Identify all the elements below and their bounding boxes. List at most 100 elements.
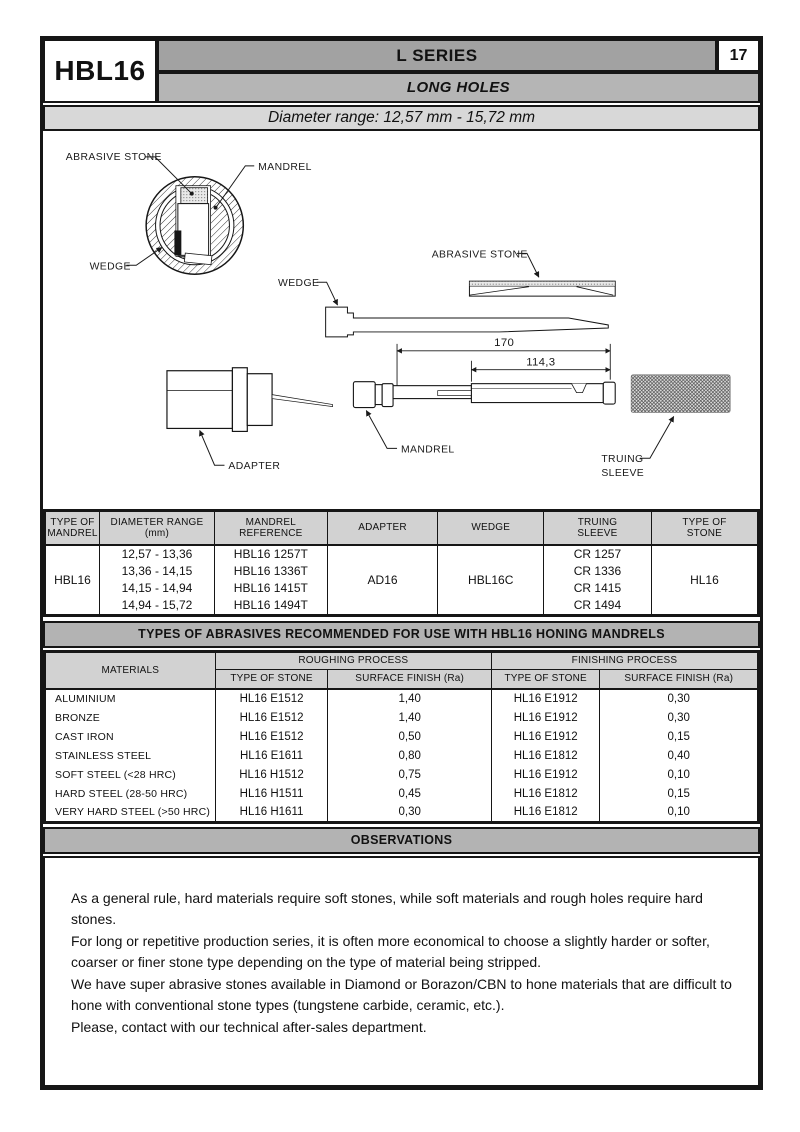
finishing-ra: 0,10 — [599, 765, 759, 784]
truing-sleeve-label-line1: TRUING — [601, 454, 643, 465]
material-name: SOFT STEEL (<28 HRC) — [44, 765, 216, 784]
roughing-stone: HL16 H1512 — [214, 765, 329, 784]
truing-sleeve-drawing — [630, 374, 731, 413]
cell-adapter: AD16 — [326, 544, 439, 616]
cell-truing-sleeves: CR 1257 CR 1336 CR 1415 CR 1494 — [543, 544, 652, 616]
roughing-ra: 0,45 — [327, 784, 492, 803]
series-subtitle: LONG HOLES — [157, 72, 760, 103]
roughing-stone: HL16 H1611 — [214, 803, 329, 822]
mandrel-assembly-drawing: ABRASIVE STONE MANDREL WEDGE A — [66, 152, 731, 479]
finishing-stone: HL16 E1812 — [490, 746, 601, 765]
finishing-stone: HL16 E1812 — [490, 803, 601, 822]
datasheet-page: HBL16 L SERIES 17 LONG HOLES Diameter ra… — [40, 36, 763, 1090]
finishing-ra: 0,30 — [599, 708, 759, 727]
spec-data-row: HBL16 12,57 - 13,36 13,36 - 14,15 14,15 … — [44, 544, 760, 616]
material-name: CAST IRON — [44, 727, 216, 746]
cell-type-of-stone: HL16 — [650, 544, 760, 616]
side-mandrel-label: MANDREL — [401, 444, 455, 455]
col-finishing-process: FINISHING PROCESS — [490, 650, 760, 670]
col-diameter-range: DIAMETER RANGE(mm) — [98, 510, 215, 546]
material-name: STAINLESS STEEL — [44, 746, 216, 765]
col-finishing-finish: SURFACE FINISH (Ra) — [599, 668, 759, 690]
material-row: VERY HARD STEEL (>50 HRC) HL16 H1611 0,3… — [44, 803, 759, 822]
abrasives-table: MATERIALS ROUGHING PROCESS FINISHING PRO… — [43, 649, 760, 824]
cross-wedge-label: WEDGE — [90, 261, 131, 272]
material-row: STAINLESS STEEL HL16 E1611 0,80 HL16 E18… — [44, 746, 759, 765]
col-adapter: ADAPTER — [326, 510, 439, 546]
wedge-side-view — [325, 306, 609, 338]
dim-overall-length: 170 — [494, 337, 514, 349]
series-row: L SERIES 17 — [157, 39, 760, 72]
observation-paragraph: Please, contact with our technical after… — [71, 1018, 427, 1035]
finishing-ra: 0,15 — [599, 727, 759, 746]
abrasives-banner: TYPES OF ABRASIVES RECOMMENDED FOR USE W… — [43, 620, 760, 648]
side-adapter-label: ADAPTER — [228, 461, 280, 472]
stone-cross-section — [180, 187, 209, 205]
adapter-drawing — [166, 367, 333, 433]
finishing-stone: HL16 E1912 — [490, 727, 601, 746]
cell-type-of-mandrel: HBL16 — [44, 544, 100, 616]
roughing-stone: HL16 E1611 — [214, 746, 329, 765]
roughing-stone: HL16 H1511 — [214, 784, 329, 803]
dimension-lines — [396, 343, 611, 386]
mandrel-drawing — [352, 381, 616, 409]
material-name: ALUMINIUM — [44, 689, 216, 708]
roughing-stone: HL16 E1512 — [214, 727, 329, 746]
cross-section-view: ABRASIVE STONE MANDREL WEDGE — [66, 152, 312, 275]
finishing-stone: HL16 E1912 — [490, 765, 601, 784]
side-wedge-label: WEDGE — [278, 278, 319, 289]
finishing-ra: 0,40 — [599, 746, 759, 765]
finishing-ra: 0,10 — [599, 803, 759, 822]
col-wedge: WEDGE — [437, 510, 545, 546]
mandrel-cross-section — [177, 203, 210, 256]
technical-diagram: ABRASIVE STONE MANDREL WEDGE A — [43, 131, 760, 509]
col-roughing-process: ROUGHING PROCESS — [214, 650, 492, 670]
finishing-stone: HL16 E1912 — [490, 689, 601, 708]
col-roughing-stone: TYPE OF STONE — [214, 668, 329, 690]
roughing-stone: HL16 E1512 — [214, 689, 329, 708]
page-header: HBL16 L SERIES 17 LONG HOLES — [43, 39, 760, 103]
model-code: HBL16 — [43, 39, 157, 103]
side-abrasive-stone-label: ABRASIVE STONE — [432, 249, 528, 260]
material-row: CAST IRON HL16 E1512 0,50 HL16 E1912 0,1… — [44, 727, 759, 746]
roughing-stone: HL16 E1512 — [214, 708, 329, 727]
roughing-ra: 0,50 — [327, 727, 492, 746]
wedge-cross-section — [174, 230, 182, 256]
diameter-range-bar: Diameter range: 12,57 mm - 15,72 mm — [43, 105, 760, 131]
material-row: BRONZE HL16 E1512 1,40 HL16 E1912 0,30 — [44, 708, 759, 727]
side-view: ABRASIVE STONE WEDGE 170 1 — [166, 249, 731, 479]
header-right: L SERIES 17 LONG HOLES — [157, 39, 760, 103]
cell-mandrel-references: HBL16 1257T HBL16 1336T HBL16 1415T HBL1… — [213, 544, 328, 616]
process-header-row: MATERIALS ROUGHING PROCESS FINISHING PRO… — [44, 650, 760, 690]
material-row: ALUMINIUM HL16 E1512 1,40 HL16 E1912 0,3… — [44, 689, 759, 708]
subheader-row: TYPE OF STONE SURFACE FINISH (Ra) TYPE O… — [45, 668, 759, 690]
page-number: 17 — [717, 39, 760, 72]
roughing-ra: 0,80 — [327, 746, 492, 765]
material-row: SOFT STEEL (<28 HRC) HL16 H1512 0,75 HL1… — [44, 765, 759, 784]
finishing-stone: HL16 E1912 — [490, 708, 601, 727]
material-name: HARD STEEL (28-50 HRC) — [44, 784, 216, 803]
finishing-ra: 0,30 — [599, 689, 759, 708]
observations-banner: OBSERVATIONS — [43, 826, 760, 854]
col-materials: MATERIALS — [44, 650, 216, 690]
observations-text: As a general rule, hard materials requir… — [43, 855, 760, 1087]
cell-wedge: HBL16C — [437, 544, 545, 616]
material-name: VERY HARD STEEL (>50 HRC) — [44, 803, 216, 822]
cross-mandrel-label: MANDREL — [258, 162, 312, 173]
observation-paragraph: For long or repetitive production series… — [71, 932, 710, 971]
finishing-stone: HL16 E1812 — [490, 784, 601, 803]
series-title: L SERIES — [157, 39, 717, 72]
material-row: HARD STEEL (28-50 HRC) HL16 H1511 0,45 H… — [44, 784, 759, 803]
col-finishing-stone: TYPE OF STONE — [490, 668, 601, 690]
col-roughing-finish: SURFACE FINISH (Ra) — [327, 668, 492, 690]
roughing-ra: 1,40 — [327, 689, 492, 708]
cross-abrasive-stone-label: ABRASIVE STONE — [66, 152, 162, 163]
truing-sleeve-label-line2: SLEEVE — [601, 468, 644, 479]
